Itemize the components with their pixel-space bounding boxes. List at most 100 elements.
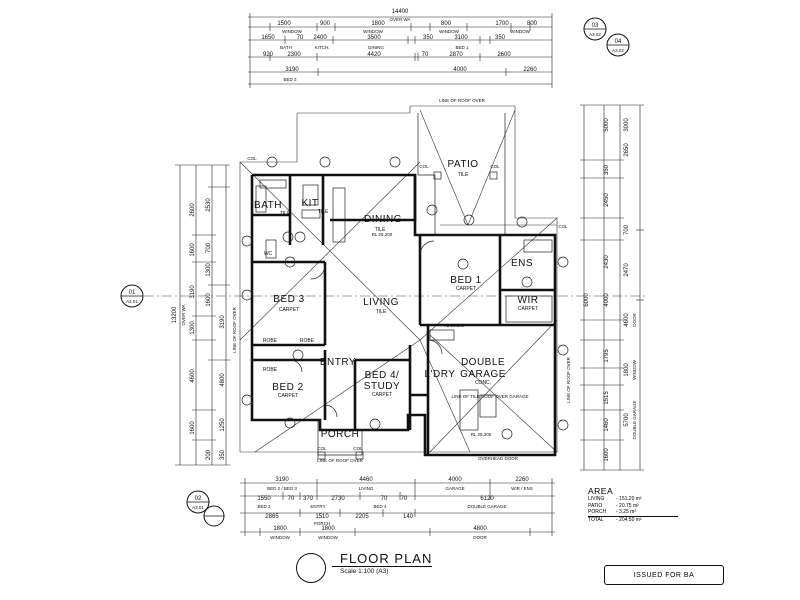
room-label-porch: PORCH bbox=[321, 429, 360, 440]
bottom-r2-dim: 2730 bbox=[331, 496, 345, 502]
top-r1-label: WINDOW bbox=[282, 29, 302, 34]
area-title: AREA bbox=[588, 486, 614, 496]
area-row: LIVING - 151.20 m² bbox=[588, 496, 678, 503]
room-label-wir: WIR bbox=[518, 295, 539, 306]
right-r3-dim: 4600 bbox=[624, 313, 630, 327]
roof-lines bbox=[239, 105, 558, 453]
top-r2-label: BED 1 bbox=[455, 45, 469, 50]
bottom-r4-dim: 1800 bbox=[273, 526, 287, 532]
left-r1-dim: 1600 bbox=[190, 421, 196, 435]
right-r3-label: DOUBLE GARAGE bbox=[632, 400, 637, 439]
left-r3-dim: 350 bbox=[220, 449, 226, 460]
note-col: COL bbox=[247, 156, 257, 161]
room-label-bed3: BED 3 bbox=[273, 294, 304, 305]
right-r2-dim: 1600 bbox=[604, 448, 610, 462]
right-r1-dim: 3000 bbox=[624, 118, 630, 132]
rl-level: RL 25.200 bbox=[372, 232, 393, 237]
top-r1-label: WINDOW bbox=[363, 29, 383, 34]
callout-sheet: A3.01 bbox=[192, 505, 204, 510]
note-col: COL bbox=[490, 164, 500, 169]
note-col: COL bbox=[353, 446, 363, 451]
top-r1-dim: 900 bbox=[320, 21, 331, 27]
area-row: PORCH - 3.25 m² bbox=[588, 509, 678, 516]
top-r2-label: BATH bbox=[280, 45, 292, 50]
left-overall-dim: 13200 bbox=[172, 306, 178, 323]
room-label-garage: GARAGE bbox=[460, 369, 506, 380]
top-r4-dim: 2260 bbox=[523, 67, 537, 73]
room-label-bed2: BED 2 bbox=[272, 382, 303, 393]
left-r1-dim: 2600 bbox=[190, 203, 196, 217]
top-r2-dim: 3100 bbox=[454, 35, 468, 41]
finish-label: TILE bbox=[318, 209, 329, 215]
area-row: PATIO - 20.75 m² bbox=[588, 503, 678, 510]
room-label-study: STUDY bbox=[364, 381, 400, 392]
area-row-value: - 151.20 m² bbox=[616, 496, 642, 502]
top-r1-label: WINDOW bbox=[510, 29, 530, 34]
room-label-laundry: L'DRY bbox=[425, 369, 456, 380]
top-r3-dim: 70 bbox=[422, 52, 429, 58]
left-r2-dim: 200 bbox=[206, 449, 212, 460]
bottom-r1-dim: 3190 bbox=[275, 477, 289, 483]
bottom-r4-label: DOOR bbox=[473, 535, 487, 540]
bottom-r2-label: BED 2 bbox=[257, 504, 271, 509]
top-r4-dim: 3190 bbox=[285, 67, 299, 73]
rl-level: RL 25.200 bbox=[444, 323, 465, 328]
construction-notes: LINE OF ROOF OVER LINE OF ROOF OVER LINE… bbox=[232, 98, 571, 463]
room-label-entry: ENTRY bbox=[320, 357, 356, 368]
left-r2-dim: 1600 bbox=[206, 293, 212, 307]
finish-label: TILE bbox=[376, 309, 387, 315]
porch-outline bbox=[317, 420, 364, 460]
room-label-ensuite: ENS bbox=[511, 258, 533, 269]
top-r3-dim: 920 bbox=[263, 52, 274, 58]
left-r2-dim: 2530 bbox=[206, 198, 212, 212]
left-r3-dim: 1250 bbox=[220, 418, 226, 432]
room-label-bath: BATH bbox=[254, 200, 282, 211]
right-r2-dim: 1460 bbox=[604, 418, 610, 432]
elevation-markers bbox=[241, 156, 569, 440]
section-callout-04: 04 A3.02 bbox=[606, 33, 630, 57]
top-r2-dim: 2400 bbox=[313, 35, 327, 41]
callout-number: 02 bbox=[195, 496, 202, 502]
top-r1-dim: 1500 bbox=[277, 21, 291, 27]
top-r3-dim: 2300 bbox=[287, 52, 301, 58]
note-col: COL bbox=[558, 224, 568, 229]
bottom-r3-label: PORCH bbox=[314, 521, 330, 526]
title-marker-circle bbox=[296, 553, 326, 583]
top-r3-dim: 2600 bbox=[497, 52, 511, 58]
callout-sheet: A3.02 bbox=[612, 48, 624, 53]
robe-label: ROBE bbox=[263, 338, 278, 344]
note-roof-line: LINE OF ROOF OVER bbox=[566, 356, 571, 403]
finish-label: TILE bbox=[280, 211, 291, 217]
right-r1-dim: 2470 bbox=[624, 263, 630, 277]
top-r2-label: DINING bbox=[368, 45, 384, 50]
bottom-r2-label: ENTRY bbox=[310, 504, 325, 509]
area-total-label: TOTAL bbox=[588, 516, 604, 523]
left-overall-sub: OVER WA bbox=[181, 304, 186, 325]
rl-level: RL 25.200 bbox=[471, 432, 492, 437]
top-r1-label: WINDOW bbox=[439, 29, 459, 34]
finish-label: CARPET bbox=[278, 393, 298, 399]
title-underline bbox=[332, 566, 432, 567]
walls bbox=[250, 173, 557, 457]
bottom-r2-dim: 70 bbox=[401, 496, 408, 502]
bottom-r1-dim: 2260 bbox=[515, 477, 529, 483]
callout-sheet: A3.02 bbox=[589, 32, 601, 37]
finish-label: CONC. bbox=[475, 380, 491, 386]
finish-label: CARPET bbox=[518, 306, 538, 312]
bottom-r3-dim: 140 bbox=[403, 514, 414, 520]
drawing-title: FLOOR PLAN bbox=[340, 551, 433, 566]
right-r2-dim: 4000 bbox=[604, 293, 610, 307]
left-dimension-strings: 13200 OVER WA 2600 1600 3190 1300 4600 1… bbox=[172, 164, 230, 466]
top-r2-dim: 350 bbox=[495, 35, 506, 41]
left-r2-dim: 1300 bbox=[206, 263, 212, 277]
drawing-scale: Scale 1:100 (A3) bbox=[340, 568, 389, 575]
left-r1-dim: 1600 bbox=[190, 243, 196, 257]
right-r1-dim: 2450 bbox=[604, 193, 610, 207]
callout-number: 01 bbox=[129, 290, 136, 296]
room-label-dining: DINING bbox=[364, 214, 402, 225]
right-r3-label: WINDOW bbox=[632, 359, 637, 379]
left-r1-dim: 1300 bbox=[190, 321, 196, 335]
bottom-r4-label: WINDOW bbox=[318, 535, 338, 540]
room-label-double: DOUBLE bbox=[461, 357, 505, 368]
